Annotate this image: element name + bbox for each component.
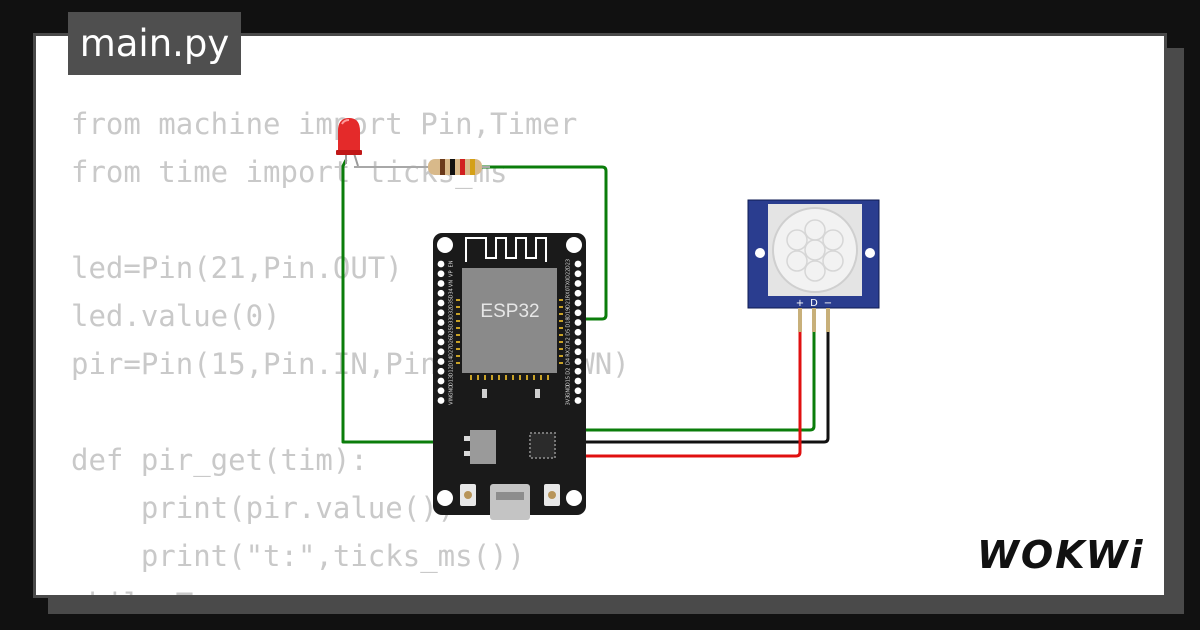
esp32-pin-hole[interactable]	[437, 328, 445, 336]
esp32-pin-hole[interactable]	[574, 338, 582, 346]
esp32-pin-hole[interactable]	[437, 348, 445, 356]
esp32-pin-label: D23	[566, 259, 572, 269]
esp32-board[interactable]: ESP32	[433, 233, 586, 520]
code-line: print(pir.value())	[71, 491, 456, 525]
wire-led-gnd	[341, 159, 440, 444]
wire-pir-data	[580, 331, 816, 432]
esp32-pin-label: D22	[566, 269, 572, 279]
esp32-chip	[462, 268, 557, 373]
esp32-pin-label: D27	[449, 347, 455, 357]
esp32-pin-label: D35	[449, 298, 455, 308]
code-line: def pir_get(tim):	[71, 443, 368, 477]
esp32-pin-hole[interactable]	[574, 397, 582, 404]
esp32-pin-label: D25	[449, 327, 455, 337]
wires	[341, 159, 830, 458]
esp32-pin-label: D15	[566, 376, 572, 386]
voltage-regulator	[470, 430, 496, 464]
esp32-pin-hole[interactable]	[437, 270, 445, 278]
esp32-pin-hole[interactable]	[574, 289, 582, 297]
wire-pir-gnd	[580, 331, 830, 444]
esp32-pin-label: D2	[566, 368, 572, 375]
esp32-pin-hole[interactable]	[437, 387, 445, 395]
esp32-pin-hole[interactable]	[574, 270, 582, 278]
esp32-pin-hole[interactable]	[574, 348, 582, 356]
code-line: led=Pin(21,Pin.OUT)	[71, 251, 403, 285]
esp32-pin-label: TX2	[566, 337, 572, 348]
pir-pin-data: D	[810, 298, 818, 309]
esp32-pin-label: D32	[449, 308, 455, 318]
esp32-pin-hole[interactable]	[574, 358, 582, 365]
esp32-pin-hole[interactable]	[574, 367, 582, 375]
esp32-pin-hole[interactable]	[574, 299, 582, 307]
esp32-pin-label: RX2	[566, 347, 572, 357]
esp32-pin-hole[interactable]	[437, 319, 445, 326]
esp32-pin-label: D21	[566, 298, 572, 308]
esp32-pin-hole[interactable]	[437, 299, 445, 307]
code-line: led.value(0)	[71, 299, 281, 333]
usb-port	[490, 484, 530, 520]
esp32-label: ESP32	[480, 301, 539, 322]
pir-pin-gnd: −	[824, 298, 832, 309]
esp32-pin-hole[interactable]	[574, 328, 582, 336]
esp32-pin-hole[interactable]	[437, 338, 445, 346]
esp32-pin-hole[interactable]	[574, 387, 582, 395]
esp32-pin-headers: ENVPVND34D35D32D33D25D26D27D14D12D13GNDV…	[437, 259, 582, 406]
esp32-pin-label: VN	[449, 280, 455, 287]
esp32-pin-hole[interactable]	[437, 260, 445, 268]
pir-sensor[interactable]: + D −	[747, 199, 880, 332]
esp32-pin-label: VP	[449, 271, 455, 277]
resistor[interactable]	[354, 159, 490, 175]
esp32-pin-label: D14	[449, 356, 455, 366]
code-line: while True:	[71, 580, 630, 595]
esp32-pin-hole[interactable]	[437, 358, 445, 365]
wire-pir-vcc	[580, 331, 802, 458]
code-line: from machine import Pin,Timer	[71, 107, 578, 141]
esp32-pin-label: D26	[449, 337, 455, 347]
esp32-pin-hole[interactable]	[437, 280, 445, 287]
esp32-pin-label: TX0	[566, 279, 572, 290]
esp32-pin-hole[interactable]	[574, 319, 582, 326]
esp32-pin-label: D19	[566, 308, 572, 318]
esp32-pin-hole[interactable]	[437, 397, 445, 404]
code-line: print("t:",ticks_ms())	[71, 539, 525, 573]
esp32-pin-hole[interactable]	[437, 377, 445, 385]
esp32-pin-label: D12	[449, 366, 455, 376]
esp32-pin-label: D5	[566, 329, 572, 336]
led[interactable]	[336, 118, 362, 167]
esp32-pin-hole[interactable]	[437, 309, 445, 317]
wokwi-logo[interactable]: WOKWi	[975, 524, 1155, 576]
esp32-pin-label: GND	[449, 385, 455, 397]
esp32-pin-label: GND	[566, 385, 572, 397]
antenna-trace	[465, 237, 547, 262]
esp32-pin-hole[interactable]	[437, 367, 445, 375]
esp32-pin-label: VIN	[449, 396, 455, 405]
pir-pin-vcc: +	[796, 298, 804, 309]
esp32-pin-hole[interactable]	[574, 309, 582, 317]
esp32-pin-label: D13	[449, 376, 455, 386]
esp32-pin-hole[interactable]	[574, 280, 582, 287]
esp32-pin-label: 3V3	[566, 396, 572, 406]
esp32-pin-hole[interactable]	[574, 260, 582, 268]
esp32-pin-label: D34	[449, 288, 455, 298]
file-tab[interactable]: main.py	[68, 12, 241, 75]
esp32-pin-hole[interactable]	[437, 289, 445, 297]
esp32-pin-hole[interactable]	[574, 377, 582, 385]
wire-resistor-d21	[478, 165, 608, 321]
esp32-pin-label: D18	[566, 317, 572, 327]
esp32-pin-label: D33	[449, 317, 455, 327]
usb-chip	[529, 432, 556, 459]
esp32-pin-label: EN	[449, 260, 455, 267]
esp32-pin-label: D4	[566, 358, 572, 365]
wokwi-logo-text: WOKWi	[977, 533, 1145, 576]
esp32-pin-label: RX0	[566, 288, 572, 298]
